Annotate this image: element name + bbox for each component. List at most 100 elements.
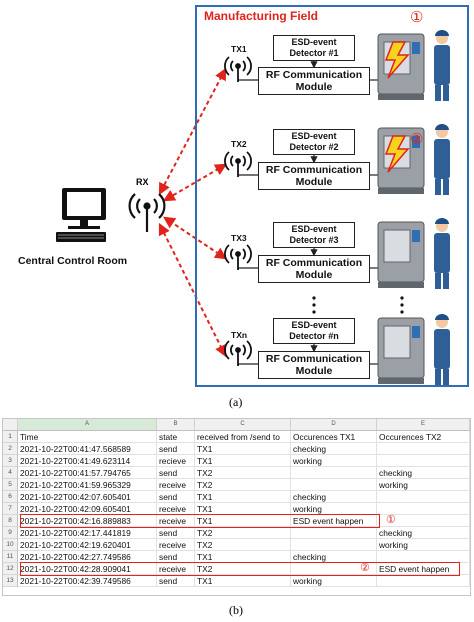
table-cell[interactable] xyxy=(377,515,470,527)
table-cell[interactable] xyxy=(291,479,377,491)
table-cell[interactable]: send xyxy=(157,491,195,503)
ellipsis-dots xyxy=(312,296,404,314)
row-number[interactable]: 10 xyxy=(3,539,18,551)
table-cell[interactable]: 2021-10-22T00:42:07.605401 xyxy=(18,491,157,503)
table-cell[interactable] xyxy=(377,455,470,467)
table-cell[interactable]: receive xyxy=(157,515,195,527)
table-cell[interactable]: 2021-10-22T00:42:39.749586 xyxy=(18,575,157,587)
esd-event-highlight-1 xyxy=(20,514,380,528)
manufacturing-field-frame xyxy=(195,5,469,387)
row-number[interactable]: 5 xyxy=(3,479,18,491)
rx-antenna-icon xyxy=(128,193,166,232)
table-cell[interactable] xyxy=(377,575,470,587)
operator-icons xyxy=(434,30,450,385)
table-cell[interactable] xyxy=(291,467,377,479)
table-cell[interactable]: recieve xyxy=(157,455,195,467)
table-cell[interactable] xyxy=(377,491,470,503)
table-cell[interactable]: receive xyxy=(157,479,195,491)
header-cell[interactable]: Time xyxy=(18,431,157,443)
rf-link-tx2 xyxy=(162,163,228,202)
table-cell[interactable]: working xyxy=(291,575,377,587)
table-cell[interactable]: checking xyxy=(377,467,470,479)
esd-detector-1: ESD-event Detector #1 xyxy=(273,35,355,61)
table-cell[interactable]: TX2 xyxy=(195,479,291,491)
table-cell[interactable]: working xyxy=(377,539,470,551)
table-cell[interactable]: ESD event happen xyxy=(291,515,377,527)
esd-event-highlight-2 xyxy=(20,562,460,576)
row-number[interactable]: 4 xyxy=(3,467,18,479)
table-cell[interactable]: working xyxy=(377,479,470,491)
table-cell[interactable]: 2021-10-22T00:41:49.623114 xyxy=(18,455,157,467)
operator-icon-n xyxy=(434,314,450,385)
table-cell[interactable] xyxy=(291,527,377,539)
table-cell[interactable]: TX2 xyxy=(195,539,291,551)
header-cell[interactable]: state xyxy=(157,431,195,443)
row-number[interactable]: 2 xyxy=(3,443,18,455)
caption-b: (b) xyxy=(229,603,243,617)
table-cell[interactable]: TX1 xyxy=(195,515,291,527)
column-header-c[interactable]: C xyxy=(195,419,291,431)
rf-link-txn xyxy=(158,222,227,358)
table-cell[interactable]: 2021-10-22T00:42:28.909041 xyxy=(18,563,157,575)
table-cell[interactable]: TX1 xyxy=(195,455,291,467)
column-header-a[interactable]: A xyxy=(18,419,157,431)
table-cell[interactable]: TX1 xyxy=(195,575,291,587)
column-header-b[interactable]: B xyxy=(157,419,195,431)
table-cell[interactable] xyxy=(291,563,377,575)
row-number[interactable]: 1 xyxy=(3,431,18,443)
column-header-e[interactable]: E xyxy=(377,419,470,431)
table-cell[interactable]: 2021-10-22T00:42:19.620401 xyxy=(18,539,157,551)
table-cell[interactable]: send xyxy=(157,527,195,539)
rx-label: RX xyxy=(136,177,149,187)
table-cell[interactable]: 2021-10-22T00:42:16.889883 xyxy=(18,515,157,527)
table-cell[interactable]: checking xyxy=(377,527,470,539)
table-cell[interactable]: receive xyxy=(157,539,195,551)
table-cell[interactable]: send xyxy=(157,467,195,479)
table-cell[interactable]: TX2 xyxy=(195,467,291,479)
table-cell[interactable] xyxy=(377,503,470,515)
header-cell[interactable]: received from /send to xyxy=(195,431,291,443)
table-cell[interactable]: checking xyxy=(291,491,377,503)
table-cell[interactable]: 2021-10-22T00:41:47.568589 xyxy=(18,443,157,455)
operator-icon-2 xyxy=(434,124,450,195)
table-cell[interactable]: TX2 xyxy=(195,527,291,539)
row-number[interactable]: 9 xyxy=(3,527,18,539)
marker-2: ② xyxy=(410,131,424,148)
table-cell[interactable]: ESD event happen xyxy=(377,563,470,575)
table-cell[interactable]: send xyxy=(157,443,195,455)
esd-bolt-icon-1 xyxy=(384,41,410,79)
table-cell[interactable]: TX2 xyxy=(195,563,291,575)
esd-event-marker-2: ② xyxy=(360,562,370,574)
table-cell[interactable]: receive xyxy=(157,563,195,575)
row-number[interactable]: 3 xyxy=(3,455,18,467)
txn-label: TXn xyxy=(231,330,248,340)
row-number[interactable]: 6 xyxy=(3,491,18,503)
tx2-antenna-icon xyxy=(224,151,252,177)
table-cell[interactable]: 2021-10-22T00:41:57.794765 xyxy=(18,467,157,479)
rf-module-3: RF Communication Module xyxy=(258,255,370,283)
row-number[interactable]: 11 xyxy=(3,551,18,563)
header-cell[interactable]: Occurences TX2 xyxy=(377,431,470,443)
row-number[interactable]: 12 xyxy=(3,563,18,575)
table-cell[interactable]: 2021-10-22T00:42:17.441819 xyxy=(18,527,157,539)
table-cell[interactable]: TX1 xyxy=(195,491,291,503)
table-cell[interactable]: 2021-10-22T00:41:59.965329 xyxy=(18,479,157,491)
esd-detector-3: ESD-event Detector #3 xyxy=(273,222,355,248)
column-header-d[interactable]: D xyxy=(291,419,377,431)
row-number[interactable]: 8 xyxy=(3,515,18,527)
table-cell[interactable]: working xyxy=(291,455,377,467)
row-number[interactable]: 7 xyxy=(3,503,18,515)
esd-detector-2: ESD-event Detector #2 xyxy=(273,129,355,155)
arrow-layer xyxy=(56,30,450,385)
row-number[interactable]: 13 xyxy=(3,575,18,587)
table-cell[interactable] xyxy=(291,539,377,551)
header-cell[interactable]: Occurences TX1 xyxy=(291,431,377,443)
esd-bolt-icons xyxy=(384,41,410,173)
tx3-label: TX3 xyxy=(231,233,247,243)
table-cell[interactable]: checking xyxy=(291,443,377,455)
table-cell[interactable]: send xyxy=(157,575,195,587)
operator-icon-1 xyxy=(434,30,450,101)
table-cell[interactable]: TX1 xyxy=(195,443,291,455)
table-cell[interactable] xyxy=(377,443,470,455)
